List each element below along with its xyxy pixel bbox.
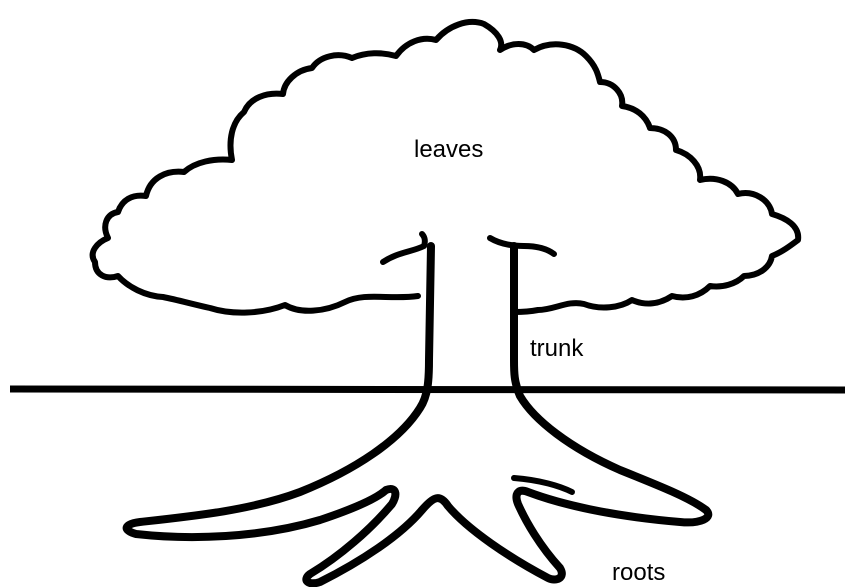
trunk-label: trunk: [530, 335, 584, 362]
tree-canopy-outline: [89, 19, 802, 316]
canopy-right-curl: [487, 235, 557, 257]
canopy-left-curl: [380, 231, 428, 265]
root-inner-fold: [511, 475, 575, 495]
leaves-label: leaves: [414, 136, 483, 163]
trunk-left-outline: [122, 242, 713, 587]
roots-label: roots: [612, 559, 665, 586]
